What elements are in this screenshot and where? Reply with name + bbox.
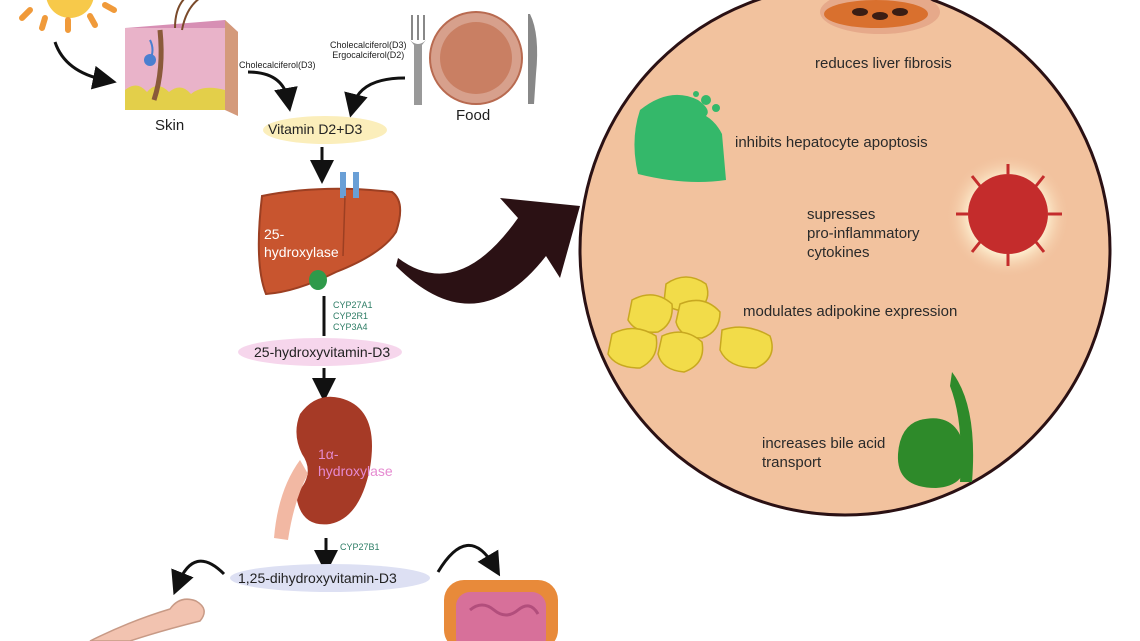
liver-enzyme-line-1: 25- <box>264 226 285 242</box>
effect-apoptosis: inhibits hepatocyte apoptosis <box>735 134 928 151</box>
vitd-pill <box>263 116 387 144</box>
cyp3a4-label: CYP3A4 <box>333 322 368 332</box>
effect-fibrosis: reduces liver fibrosis <box>815 55 952 72</box>
vitamin-d-label: Vitamin D2+D3 <box>268 121 363 137</box>
effect-cytokines: supresses pro-inflammatory cytokines <box>807 205 920 262</box>
arrow-liver-to-effects <box>396 198 580 304</box>
fork-icon <box>410 15 426 105</box>
food-source-d3: Cholecalciferol(D3) <box>330 40 407 50</box>
skin-source-label: Cholecalciferol(D3) <box>239 60 316 70</box>
kidney-enzyme-label: 1α- hydroxylase <box>318 446 393 480</box>
effect-bile-line-1: increases bile acid <box>762 435 886 452</box>
intestine-icon <box>444 580 558 641</box>
cyp27b1-label: CYP27B1 <box>340 542 380 552</box>
skin-label: Skin <box>155 117 185 134</box>
metabolite-25-label: 25-hydroxyvitamin-D3 <box>254 344 391 360</box>
arrow-skin-to-vitd <box>247 70 298 112</box>
bone-icon <box>89 598 205 641</box>
arrow-to-intestine <box>436 544 501 577</box>
active-form-label: 1,25-dihydroxyvitamin-D3 <box>238 570 397 586</box>
liver-cyp-list: CYP27A1 CYP2R1 CYP3A4 <box>333 300 373 333</box>
cell-icon <box>820 0 940 34</box>
arrow-sun-to-skin <box>53 41 117 90</box>
effect-bile-line-2: transport <box>762 454 822 471</box>
arrow-to-bone <box>171 559 226 596</box>
skin-icon <box>125 0 238 116</box>
food-sources-label: Cholecalciferol(D3) Ergocalciferol(D2) <box>330 40 407 60</box>
cyp2r1-label: CYP2R1 <box>333 311 369 321</box>
effect-adipokine: modulates adipokine expression <box>743 303 958 320</box>
knife-icon <box>528 14 538 104</box>
kidney-enzyme-line-1: 1α- <box>318 446 339 462</box>
pill-active <box>230 564 430 592</box>
liver-enzyme-line-2: hydroxylase <box>264 244 339 260</box>
kidney-enzyme-line-2: hydroxylase <box>318 463 393 479</box>
cyp27a1-label: CYP27A1 <box>333 300 373 310</box>
effect-bile: increases bile acid transport <box>762 434 885 472</box>
effect-cytokines-line-2: pro-inflammatory <box>807 225 920 242</box>
sun-icon <box>19 0 117 33</box>
hepatocyte-icon <box>634 91 726 182</box>
cytokine-icon <box>946 154 1070 278</box>
food-source-d2: Ergocalciferol(D2) <box>332 50 405 60</box>
adipocyte-icon <box>607 276 773 373</box>
arrow-food-to-vitd <box>344 76 406 118</box>
liver-enzyme-label: 25- hydroxylase <box>264 225 339 261</box>
liver-icon <box>257 172 402 296</box>
effect-cytokines-line-3: cytokines <box>807 244 870 261</box>
gallbladder-icon <box>897 372 974 488</box>
pill-25oh <box>238 338 402 366</box>
kidney-icon <box>274 396 372 540</box>
food-label: Food <box>456 107 491 124</box>
effect-cytokines-line-1: supresses <box>807 206 876 223</box>
plate-icon <box>429 11 523 105</box>
